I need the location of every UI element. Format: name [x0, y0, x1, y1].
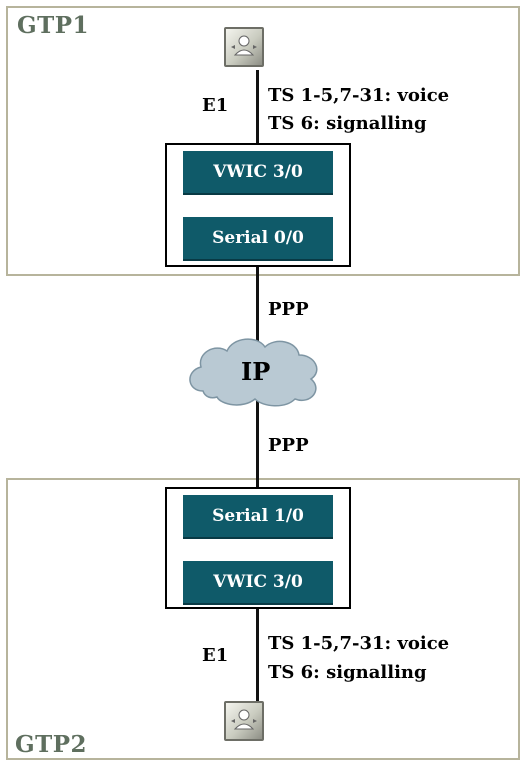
timeslot-voice-top: TS 1-5,7-31: voice: [268, 85, 450, 106]
module-vwic-bottom: VWIC 3/0: [183, 561, 333, 605]
ip-cloud-label: IP: [241, 357, 271, 386]
timeslot-signalling-bottom: TS 6: signalling: [268, 662, 427, 683]
pbx-phone-icon-bottom: [224, 701, 264, 741]
pbx-phone-glyph-bottom: [231, 709, 257, 730]
e1-label-top: E1: [202, 95, 229, 116]
module-serial-top: Serial 0/0: [183, 217, 333, 261]
e1-label-bottom: E1: [202, 645, 229, 666]
module-vwic-top: VWIC 3/0: [183, 151, 333, 195]
pbx-phone-glyph: [231, 35, 257, 56]
connection-line-top: [256, 70, 259, 144]
cloud-shape: [189, 338, 318, 407]
pbx-phone-icon: [224, 27, 264, 67]
site-label-gtp1: GTP1: [17, 12, 90, 39]
ppp-label-upper: PPP: [268, 299, 309, 320]
module-serial-bottom: Serial 1/0: [183, 495, 333, 539]
ppp-label-lower: PPP: [268, 435, 309, 456]
site-label-gtp2: GTP2: [15, 731, 88, 758]
timeslot-voice-bottom: TS 1-5,7-31: voice: [268, 633, 450, 654]
router-gtp1: VWIC 3/0 Serial 0/0: [165, 143, 351, 267]
ip-cloud-icon: [189, 338, 318, 407]
router-gtp2: Serial 1/0 VWIC 3/0: [165, 487, 351, 609]
connection-line-bottom: [256, 608, 259, 704]
timeslot-signalling-top: TS 6: signalling: [268, 113, 427, 134]
